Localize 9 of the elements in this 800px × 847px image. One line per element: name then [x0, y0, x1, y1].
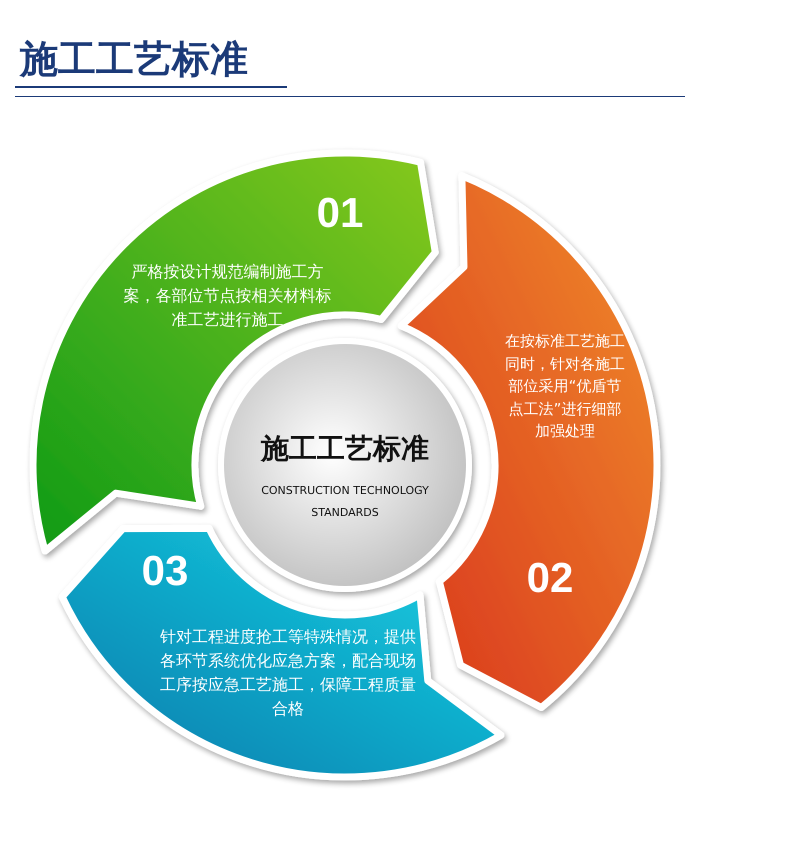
step-text: 在按标准工艺施工同时，针对各施工部位采用“优盾节点工法”进行细部加强处理: [505, 331, 625, 442]
step-number: 01: [316, 190, 364, 236]
step-text: 严格按设计规范编制施工方案，各部位节点按相关材料标准工艺进行施工: [122, 261, 332, 331]
step-number: 03: [140, 548, 190, 594]
step-number: 02: [526, 555, 574, 602]
subtitle: CONSTRUCTION TECHNOLOGY STANDARDS: [260, 483, 430, 521]
step-text: 针对工程进度抢工等特殊情况，提供各环节系统优化应急方案，配合现场工序按应急工艺施工，保障工程质量合格: [160, 626, 416, 720]
title: 施工工艺标准: [20, 36, 248, 83]
heading: 施工工艺标准: [260, 431, 430, 467]
